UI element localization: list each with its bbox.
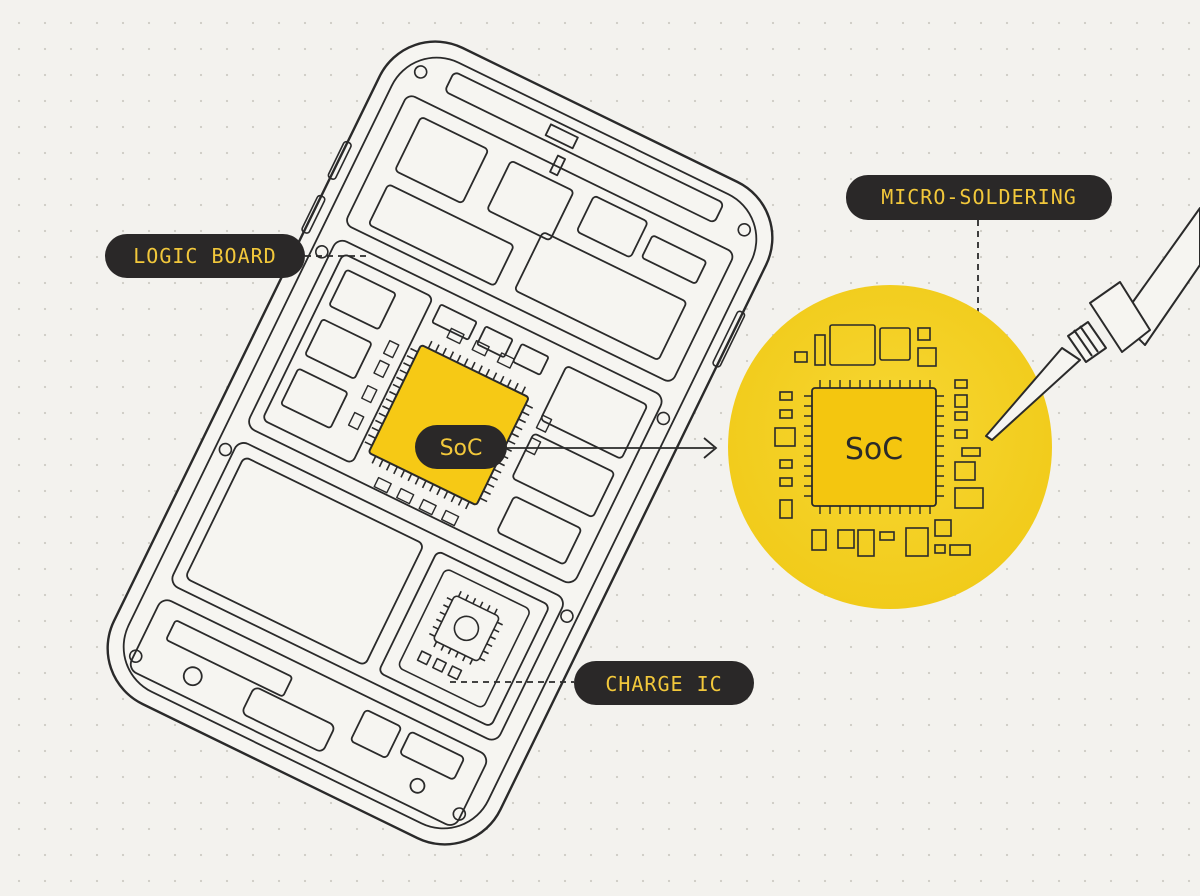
charge-ic-label: CHARGE IC [574, 661, 754, 705]
bottom-section [129, 599, 488, 826]
zoom-components [774, 324, 984, 557]
logic-board-label: LOGIC BOARD [105, 234, 305, 278]
zoom-soc-pins [804, 380, 944, 514]
iron-tip [985, 347, 1081, 441]
charge-ic [398, 569, 530, 708]
zoom-soc-text: SoC [845, 432, 903, 467]
soc-passives [347, 327, 553, 527]
middle-section [248, 239, 663, 584]
soc-label: SoC [415, 425, 507, 469]
screw-holes [128, 65, 752, 821]
soc-zoom-view: SoC [728, 285, 1052, 609]
charge-ic-label-text: CHARGE IC [605, 672, 722, 696]
soc-zoom-arrowhead [703, 437, 718, 459]
top-section [346, 72, 734, 382]
soldering-iron-icon [985, 207, 1200, 441]
board-inner-frame [122, 56, 758, 830]
micro-soldering-label-text: MICRO-SOLDERING [881, 185, 1077, 209]
iron-grip [1089, 281, 1151, 353]
lower-section [171, 442, 564, 741]
logic-board-label-text: LOGIC BOARD [133, 244, 276, 268]
zoom-soc-chip [811, 387, 937, 507]
soc-label-text: SoC [440, 436, 483, 461]
micro-soldering-label: MICRO-SOLDERING [846, 175, 1112, 220]
